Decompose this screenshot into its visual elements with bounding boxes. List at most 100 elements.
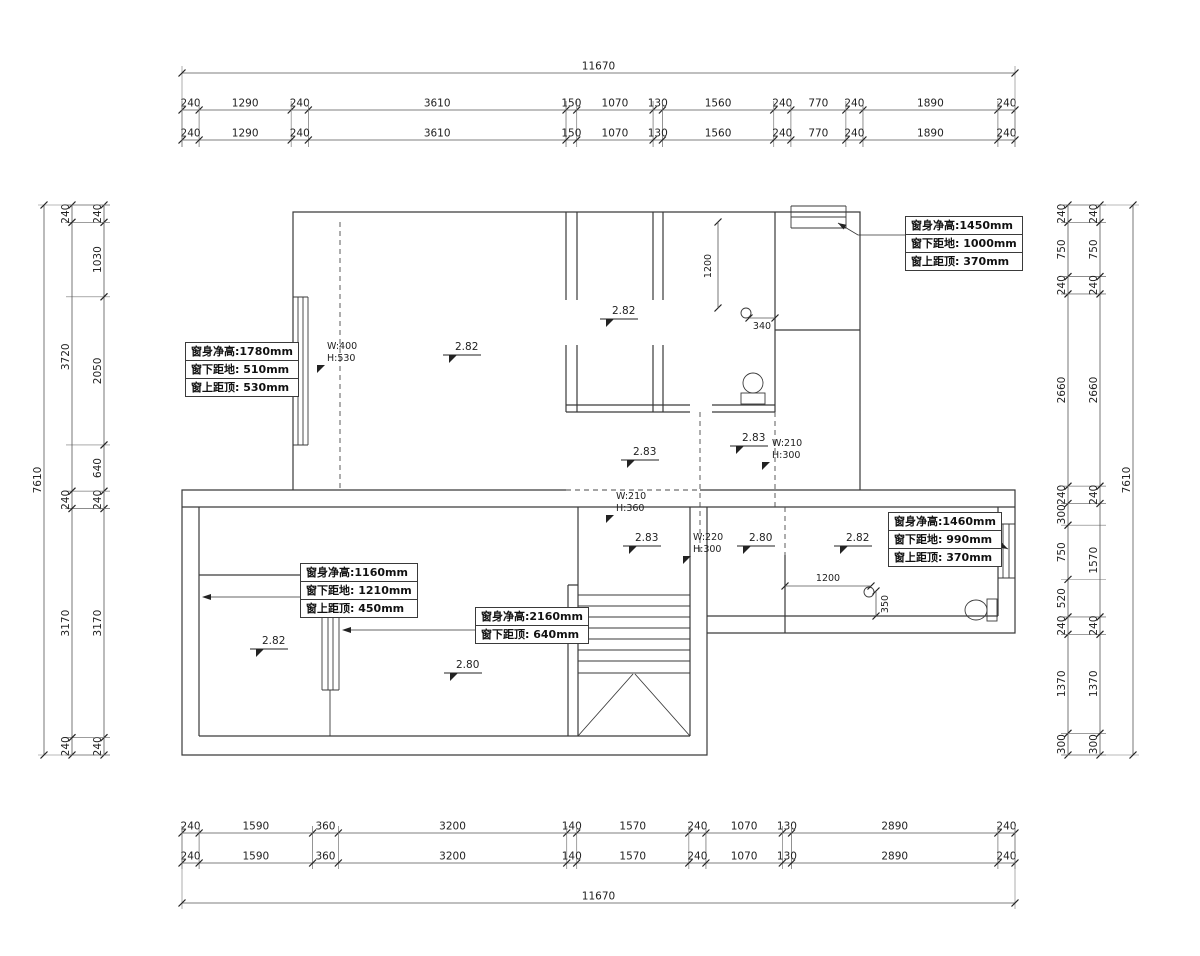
arrowhead	[838, 223, 847, 230]
dim-label: 150	[561, 128, 581, 140]
window-lines	[293, 205, 1015, 736]
dim-label: 130	[777, 851, 797, 863]
window-spec-box-top-right: 窗身净高:1450mm 窗下距地: 1000mm 窗上距顶: 370mm	[905, 216, 1023, 271]
toilet-bowl-bottom	[964, 599, 988, 621]
dim-label: 7610	[1121, 467, 1133, 494]
dim-label: 240	[92, 204, 104, 224]
dim-label: 240	[1088, 275, 1100, 295]
dim-label: 240	[1056, 204, 1068, 224]
window-spec-line: 窗身净高:1450mm	[906, 217, 1022, 235]
dim-label: 300	[1056, 734, 1068, 754]
window-spec-line: 窗下距地: 510mm	[186, 361, 298, 379]
dashed-lines	[339, 222, 786, 555]
dim-label: 360	[315, 851, 335, 863]
dim-label: 3610	[424, 128, 451, 140]
opening-label: W:210	[772, 438, 802, 449]
dim-label: 1290	[232, 128, 259, 140]
dim-label: 1590	[243, 851, 270, 863]
opening-label: H:360	[616, 503, 644, 514]
inline-dim-label: 350	[880, 595, 891, 613]
level-value: 2.82	[262, 635, 285, 647]
dim-label: 1070	[602, 98, 629, 110]
dim-label: 3170	[92, 610, 104, 637]
window-spec-line: 窗下距地: 1210mm	[301, 582, 417, 600]
level-value: 2.82	[846, 532, 869, 544]
level-value: 2.83	[633, 446, 656, 458]
dim-label: 3200	[439, 821, 466, 833]
window-spec-line: 窗下距地: 990mm	[889, 531, 1001, 549]
dim-label: 240	[996, 128, 1016, 140]
dim-label: 240	[60, 204, 72, 224]
dim-label: 1290	[232, 98, 259, 110]
dim-label: 11670	[582, 61, 615, 73]
dim-label: 750	[1088, 239, 1100, 259]
window-spec-line: 窗上距顶: 370mm	[894, 551, 993, 564]
window-spec-line: 窗身净高:1780mm	[186, 343, 298, 361]
window-spec-box-left: 窗身净高:1780mm 窗下距地: 510mm 窗上距顶: 530mm	[185, 342, 299, 397]
dim-label: 1570	[619, 821, 646, 833]
dim-label: 770	[808, 98, 828, 110]
window-spec-line: 窗身净高:1160mm	[301, 564, 417, 582]
inline-dim-label: 1200	[703, 254, 714, 278]
dim-label: 1570	[619, 851, 646, 863]
dim-label: 2890	[881, 821, 908, 833]
dim-label: 1070	[731, 851, 758, 863]
dim-label: 1570	[1088, 547, 1100, 574]
dim-label: 240	[181, 821, 201, 833]
inline-dim-label: 340	[753, 321, 771, 332]
dimension-chains: 240 1290 240 3610 150 1070 130 1560 240 770 240 189…	[32, 61, 1139, 909]
dim-label: 1890	[917, 128, 944, 140]
dim-label: 360	[315, 821, 335, 833]
opening-label: W:400	[327, 341, 357, 352]
window-spec-line: 窗下距顶: 640mm	[481, 628, 580, 641]
toilet-tank-bottom	[986, 598, 998, 622]
dim-label: 240	[1056, 275, 1068, 295]
dim-label: 240	[1056, 616, 1068, 636]
dim-label: 240	[844, 128, 864, 140]
dim-label: 150	[561, 98, 581, 110]
dim-label: 240	[996, 98, 1016, 110]
dim-label: 7610	[32, 467, 44, 494]
dim-label: 240	[60, 490, 72, 510]
fixtures	[740, 307, 998, 622]
dim-label: 240	[92, 490, 104, 510]
window-spec-line: 窗下距地: 1000mm	[906, 235, 1022, 253]
dim-label: 1560	[705, 98, 732, 110]
opening-label: W:220	[693, 532, 723, 543]
dim-label: 1070	[731, 821, 758, 833]
dim-label: 240	[996, 821, 1016, 833]
level-value: 2.83	[742, 432, 765, 444]
dim-label: 240	[996, 851, 1016, 863]
dim-label: 240	[1088, 616, 1100, 636]
dim-label: 520	[1056, 588, 1068, 608]
opening-label: W:210	[616, 491, 646, 502]
level-value: 2.80	[456, 659, 479, 671]
dim-label: 130	[648, 128, 668, 140]
dim-label: 1030	[92, 246, 104, 273]
dim-label: 130	[777, 821, 797, 833]
dim-label: 3610	[424, 98, 451, 110]
drain-circle-bottom	[863, 586, 875, 598]
window-spec-line: 窗上距顶: 530mm	[191, 381, 290, 394]
dim-label: 1070	[602, 128, 629, 140]
arrowhead	[342, 627, 351, 633]
dim-label: 750	[1056, 542, 1068, 562]
level-value: 2.83	[635, 532, 658, 544]
window-spec-line: 窗上距顶: 370mm	[911, 255, 1010, 268]
dim-label: 240	[1056, 485, 1068, 505]
dim-label: 240	[60, 736, 72, 756]
level-value: 2.80	[749, 532, 772, 544]
dim-label: 240	[181, 128, 201, 140]
drain-circle-top	[740, 307, 752, 319]
dim-label: 240	[844, 98, 864, 110]
window-spec-box-bottom-left: 窗身净高:1160mm 窗下距地: 1210mm 窗上距顶: 450mm	[300, 563, 418, 618]
dim-label: 3720	[60, 343, 72, 370]
dim-label: 240	[772, 98, 792, 110]
dim-label: 240	[687, 851, 707, 863]
dim-label: 240	[1088, 485, 1100, 505]
dim-label: 2050	[92, 358, 104, 385]
window-spec-box-right: 窗身净高:1460mm 窗下距地: 990mm 窗上距顶: 370mm	[888, 512, 1002, 567]
dim-label: 240	[290, 98, 310, 110]
